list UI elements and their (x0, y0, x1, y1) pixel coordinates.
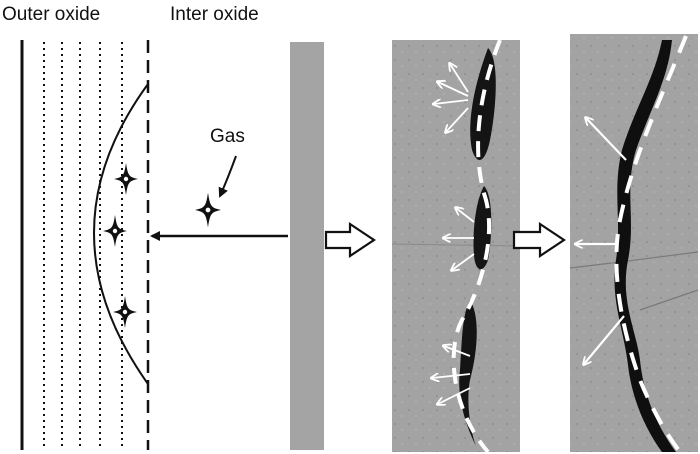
gas-star-icon (195, 192, 221, 228)
inter-oxide-label: Inter oxide (170, 4, 259, 25)
gas-bubble-star-icon (113, 296, 137, 328)
gas-label: Gas (210, 126, 245, 147)
crack-void (614, 40, 676, 452)
micrograph-panel-1 (391, 39, 521, 454)
block-arrow-right-icon (324, 221, 376, 259)
micrograph-panel-2 (569, 34, 699, 454)
blister-curve (93, 83, 149, 385)
gas-pointer-arrow (218, 155, 237, 198)
block-arrow-right-icon (512, 221, 566, 259)
gas-indicator (195, 155, 237, 228)
gray-inner-layer-bar (290, 42, 324, 450)
crack-void (459, 300, 477, 446)
gas-bubble-star-icon (114, 163, 138, 195)
oxide-layer-schematic (20, 40, 150, 450)
crack-dashed-outline (614, 35, 688, 454)
outward-arrows (432, 64, 475, 404)
outward-arrows (576, 118, 627, 364)
outer-oxide-label: Outer oxide (2, 4, 101, 25)
gas-bubble-star-icon (103, 215, 127, 247)
crack-dashed-outline (451, 39, 502, 454)
